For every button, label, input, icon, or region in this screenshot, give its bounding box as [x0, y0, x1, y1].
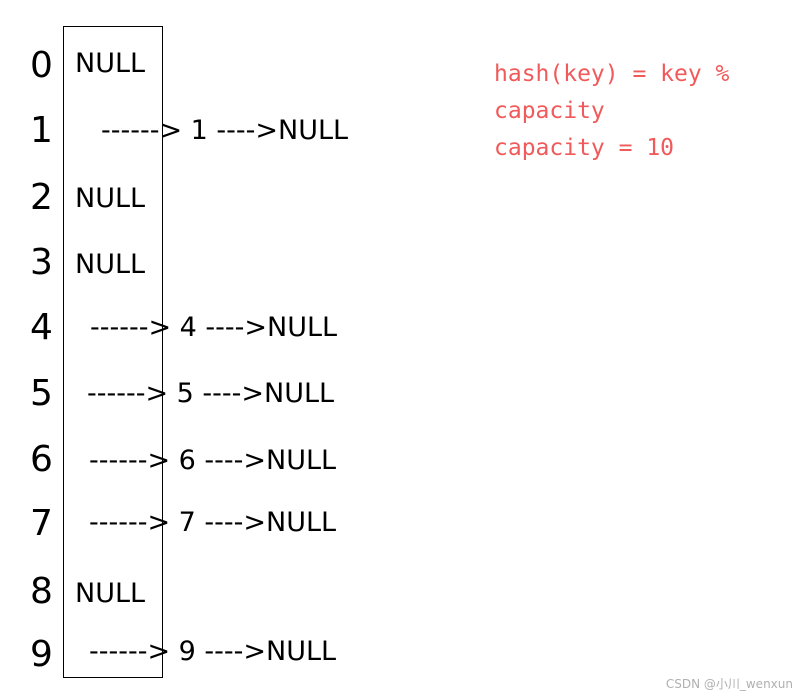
bucket-chain-9: ------> 9 ---->NULL	[89, 636, 337, 667]
bucket-cell-0: NULL	[75, 48, 146, 79]
bucket-chain-5: ------> 5 ---->NULL	[87, 378, 335, 409]
bucket-cell-2: NULL	[75, 183, 146, 214]
bucket-index-4: 4	[30, 307, 53, 348]
hash-formula-line-3: capacity = 10	[494, 135, 675, 161]
bucket-index-1: 1	[30, 110, 53, 151]
bucket-index-0: 0	[30, 45, 53, 86]
hash-formula-line-1: hash(key) = key %	[494, 61, 730, 87]
bucket-chain-6: ------> 6 ---->NULL	[89, 445, 337, 476]
bucket-chain-1: ------> 1 ---->NULL	[101, 115, 349, 146]
csdn-watermark: CSDN @小川_wenxun	[665, 677, 793, 691]
bucket-index-5: 5	[30, 373, 53, 414]
hash-formula-note: hash(key) = key % capacity capacity = 10	[494, 56, 729, 167]
bucket-index-7: 7	[30, 503, 53, 544]
bucket-index-3: 3	[30, 242, 53, 283]
bucket-index-2: 2	[30, 177, 53, 218]
bucket-chain-4: ------> 4 ---->NULL	[90, 312, 338, 343]
hash-formula-line-2: capacity	[494, 98, 605, 124]
bucket-index-9: 9	[30, 634, 53, 675]
bucket-chain-7: ------> 7 ---->NULL	[89, 507, 337, 538]
bucket-cell-8: NULL	[75, 578, 146, 609]
bucket-cell-3: NULL	[75, 249, 146, 280]
bucket-index-6: 6	[30, 439, 53, 480]
bucket-index-8: 8	[30, 571, 53, 612]
bucket-array-box	[63, 26, 163, 678]
